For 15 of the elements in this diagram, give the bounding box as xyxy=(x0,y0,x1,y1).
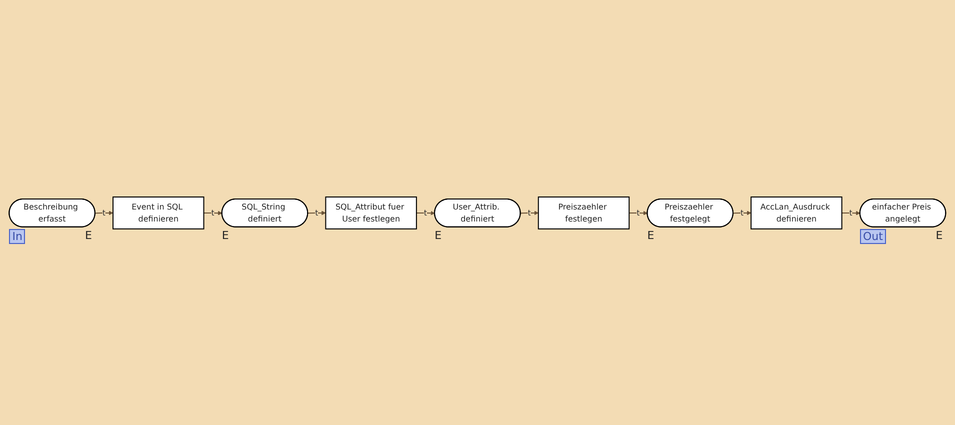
node-tag: E xyxy=(936,229,943,242)
node-tag: Out xyxy=(860,229,886,244)
node-tag: In xyxy=(9,229,26,244)
arrow xyxy=(416,210,436,215)
node-tag: E xyxy=(434,229,442,242)
arrow xyxy=(307,210,326,215)
node-tag: E xyxy=(222,229,229,242)
arrow xyxy=(203,210,222,215)
arrow xyxy=(520,210,539,215)
node-tag: E xyxy=(647,229,654,242)
arrow xyxy=(841,210,860,215)
node-tag: E xyxy=(85,229,92,242)
arrow xyxy=(732,210,752,215)
arrow xyxy=(94,210,114,215)
arrow xyxy=(628,210,648,215)
